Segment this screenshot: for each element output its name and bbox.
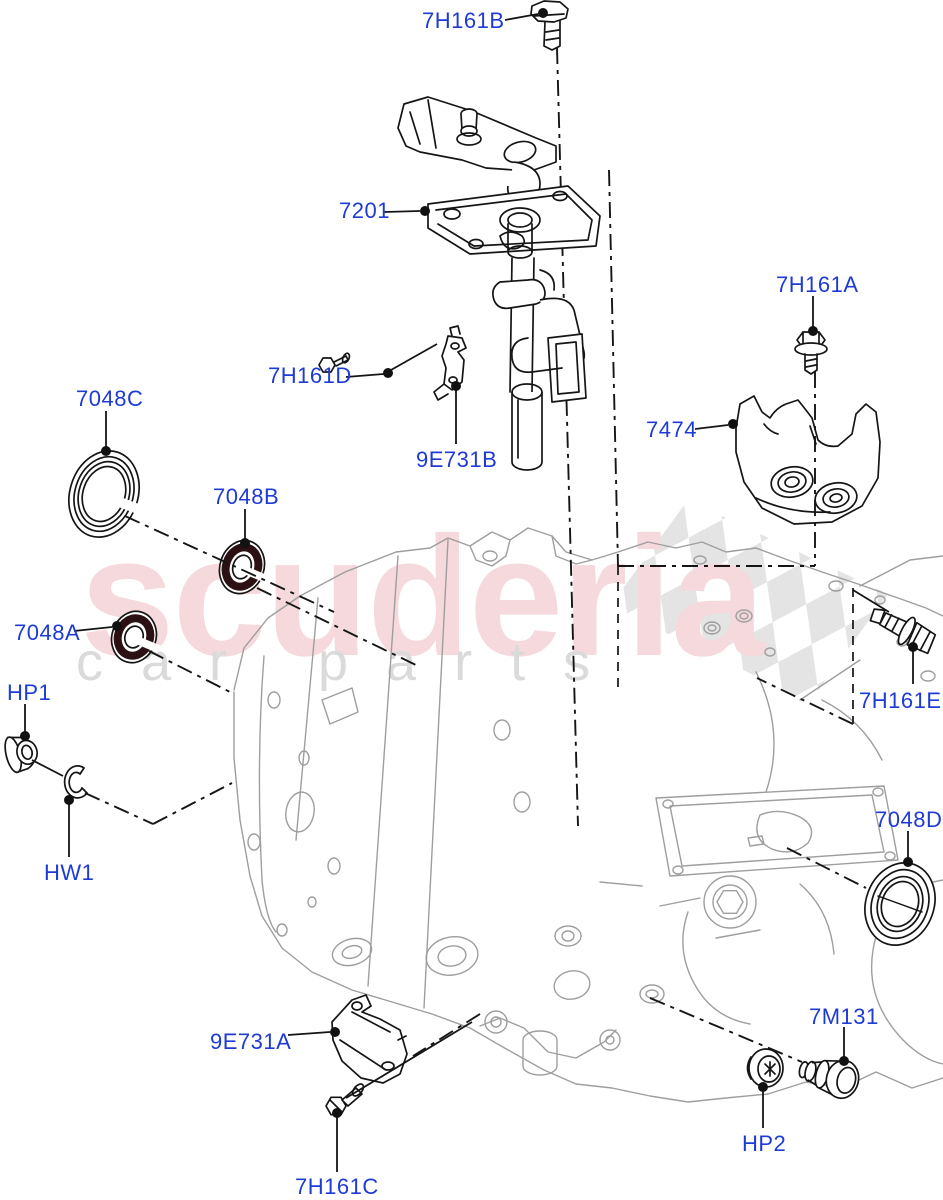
plug-hp1-graphic	[4, 736, 39, 774]
part-label-9e731a[interactable]: 9E731A	[210, 1029, 291, 1054]
bracket-7474-graphic	[735, 395, 881, 525]
part-label-hw1[interactable]: HW1	[44, 860, 94, 885]
part-label-7048b[interactable]: 7048B	[213, 484, 279, 509]
part-label-7h161a[interactable]: 7H161A	[776, 272, 859, 297]
part-label-hp2[interactable]: HP2	[742, 1131, 786, 1156]
plug-hp2-graphic	[746, 1048, 784, 1088]
part-label-7h161e[interactable]: 7H161E	[859, 688, 942, 713]
part-label-7048a[interactable]: 7048A	[14, 620, 80, 645]
watermark-brand-text: scuderia	[80, 502, 767, 692]
leader-lines	[20, 8, 918, 1172]
part-label-7h161c[interactable]: 7H161C	[295, 1174, 379, 1199]
bolt-7h161c-graphic	[325, 1083, 365, 1116]
bracket-9e731a-graphic	[331, 994, 408, 1084]
bracket-9e731b-graphic	[433, 325, 467, 401]
bolt-7h161a-graphic	[794, 331, 828, 375]
part-label-7048c[interactable]: 7048C	[76, 386, 143, 411]
bolt-7h161d-graphic	[318, 352, 351, 373]
part-label-7201[interactable]: 7201	[339, 198, 390, 223]
watermark-subtitle-text: car parts	[76, 632, 628, 692]
checkered-flag-watermark	[610, 500, 888, 702]
part-label-7m131[interactable]: 7M131	[809, 1004, 879, 1029]
washer-hw1-graphic	[63, 765, 88, 799]
part-label-7474[interactable]: 7474	[646, 417, 697, 442]
assembly-axis-lines	[84, 169, 867, 1063]
bolt-7h161b-graphic	[530, 0, 569, 51]
part-labels: 7H161B 7201 7H161A 7H161D 9E731B 7474 70…	[7, 8, 942, 1199]
plug-7m131-graphic	[798, 1059, 860, 1100]
watermark-layer: scuderia car parts	[76, 500, 888, 702]
part-label-9e731b[interactable]: 9E731B	[416, 447, 497, 472]
part-label-7048d[interactable]: 7048D	[875, 807, 942, 832]
gearshift-housing-7201-graphic	[397, 96, 601, 471]
seal-7048a-graphic	[110, 610, 161, 664]
part-label-hp1[interactable]: HP1	[7, 680, 51, 705]
centerline-7h161b	[556, 47, 579, 827]
part-label-7h161d[interactable]: 7H161D	[268, 363, 352, 388]
seal-7048d-graphic	[864, 862, 936, 946]
part-label-7h161b[interactable]: 7H161B	[422, 8, 505, 33]
seal-7048c-graphic	[68, 450, 145, 538]
